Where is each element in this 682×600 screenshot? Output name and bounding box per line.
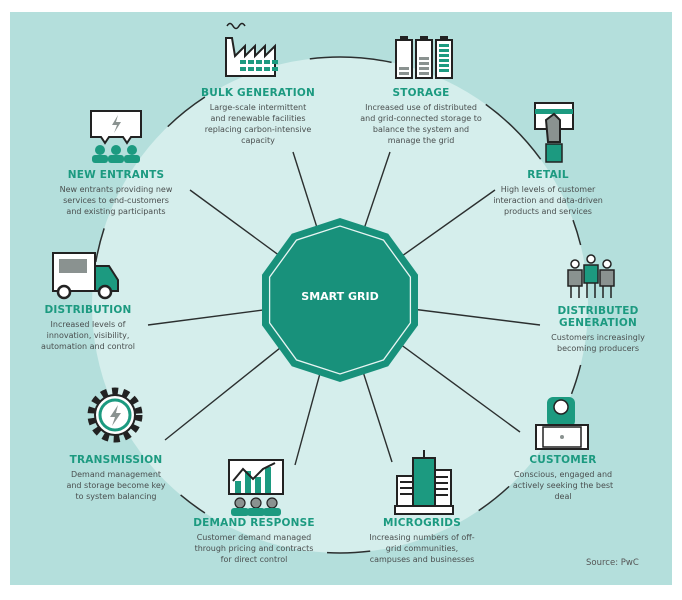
hub-label: SMART GRID <box>301 290 379 303</box>
battery-icon <box>395 36 453 79</box>
node-new-entrants: NEW ENTRANTS New entrants providing new s… <box>41 169 191 217</box>
node-description: Customer demand managed through pricing … <box>194 533 314 564</box>
node-retail: RETAIL High levels of customer interactio… <box>473 169 623 217</box>
node-description: Demand management and storage become key… <box>66 470 166 501</box>
node-title: DEMAND RESPONSE <box>193 517 315 529</box>
laptop-user-icon <box>535 397 589 450</box>
node-description: High levels of customer interaction and … <box>493 185 603 216</box>
node-title: TRANSMISSION <box>69 454 163 466</box>
people-icon <box>567 254 615 298</box>
circle-arc-segment <box>572 219 582 246</box>
circle-arc-segment <box>570 364 582 395</box>
circle-arc-segment <box>478 485 510 512</box>
factory-icon <box>225 22 278 77</box>
hub-inner-outline <box>268 225 412 375</box>
node-description: Increased use of distributed and grid-co… <box>360 103 482 145</box>
circle-arc-segment <box>167 96 206 128</box>
node-title: DISTRIBUTED GENERATION <box>557 305 639 329</box>
node-description: Increased levels of innovation, visibili… <box>41 320 135 351</box>
node-description: Customers increasingly becoming producer… <box>551 333 645 353</box>
node-title: BULK GENERATION <box>201 87 315 99</box>
node-title: STORAGE <box>392 87 450 99</box>
card-payment-icon <box>534 102 574 163</box>
node-customer: CUSTOMER Conscious, engaged and actively … <box>488 454 638 502</box>
node-title: DISTRIBUTION <box>44 304 132 316</box>
node-description: Large-scale intermittent and renewable f… <box>204 103 312 145</box>
truck-icon <box>52 252 119 300</box>
node-description: New entrants providing new services to e… <box>59 185 173 216</box>
circle-arc-segment <box>326 550 371 554</box>
gear-bolt-icon <box>87 387 143 443</box>
node-demand-response: DEMAND RESPONSE Customer demand managed t… <box>179 517 329 565</box>
node-microgrids: MICROGRIDS Increasing numbers of off-grid… <box>347 517 497 565</box>
node-description: Conscious, engaged and actively seeking … <box>512 470 614 501</box>
speech-bolt-icon <box>90 110 142 163</box>
node-title: NEW ENTRANTS <box>67 169 165 181</box>
node-title: MICROGRIDS <box>383 517 461 529</box>
circle-arc-segment <box>485 103 542 160</box>
node-title: CUSTOMER <box>529 454 597 466</box>
node-description: Increasing numbers of off-grid communiti… <box>369 533 475 564</box>
buildings-icon <box>394 450 454 515</box>
node-transmission: TRANSMISSION Demand management and storag… <box>41 454 191 502</box>
node-distributed-generation: DISTRIBUTED GENERATION Customers increasi… <box>523 305 673 354</box>
node-distribution: DISTRIBUTION Increased levels of innovati… <box>13 304 163 352</box>
source-credit: Source: PwC <box>586 558 639 568</box>
chart-audience-icon <box>228 459 284 516</box>
node-storage: STORAGE Increased use of distributed and … <box>346 87 496 146</box>
node-bulk-generation: BULK GENERATION Large-scale intermittent … <box>183 87 333 146</box>
hub-decagon <box>262 218 418 382</box>
node-title: RETAIL <box>527 169 569 181</box>
circle-arc-segment <box>309 56 392 64</box>
circle-arc-segment <box>180 494 206 514</box>
